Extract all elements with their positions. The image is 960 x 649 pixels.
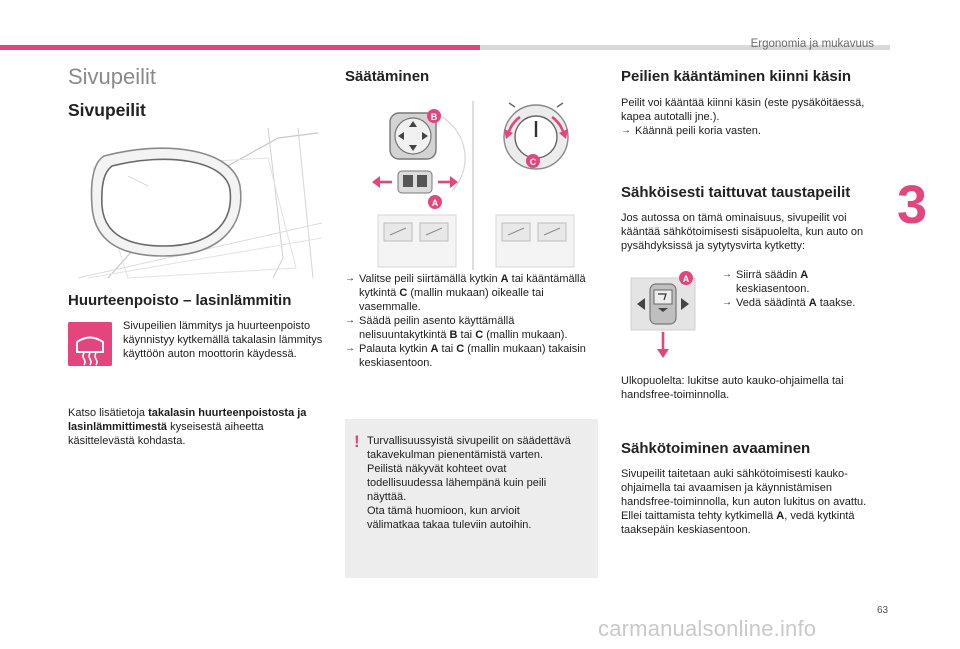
defrost-see-also: Katso lisätietoja takalasin huurteenpois…: [68, 407, 307, 447]
page-number: 63: [877, 605, 889, 616]
warning-line: takavekulman pienentämistä varten.: [367, 449, 544, 461]
label-a: A: [432, 198, 439, 208]
rear-defrost-icon: [68, 322, 112, 366]
defrost-heading: Huurteenpoisto – lasinlämmitin: [68, 292, 292, 309]
warning-line: Turvallisuussyistä sivupeilit on säädett…: [367, 435, 571, 447]
warning-line: Peilistä näkyvät kohteet ovat: [367, 463, 507, 475]
adjust-heading: Säätäminen: [345, 68, 430, 85]
electric-fold-text: Jos autossa on tämä ominaisuus, sivupeil…: [621, 212, 864, 252]
running-head: Ergonomia ja mukavuus: [750, 38, 874, 50]
header-accent-bar: [0, 45, 480, 50]
chapter-number: 3: [897, 175, 928, 235]
fold-manual-heading: Peilien kääntäminen kiinni käsin: [621, 68, 852, 85]
electric-fold-step: Vedä säädintä A taakse.: [722, 296, 872, 310]
adjust-step: Säädä peilin asento käyttämällä nelisuun…: [345, 314, 595, 342]
label-a: A: [683, 274, 690, 284]
label-b: B: [431, 112, 438, 122]
header-gray-bar: [480, 45, 890, 50]
electric-open-text: Sivupeilit taitetaan auki sähkötoimisest…: [621, 468, 867, 536]
electric-fold-steps: Siirrä säädin A keskiasentoon. Vedä sääd…: [722, 268, 872, 310]
warning-line: todellisuudessa lähempänä kuin peili: [367, 477, 547, 489]
electric-fold-step: Siirrä säädin A keskiasentoon.: [722, 268, 872, 296]
fold-switch-icon: A: [630, 271, 696, 358]
adjust-step: Valitse peili siirtämällä kytkin A tai k…: [345, 272, 595, 314]
defrost-text: Sivupeilien lämmitys ja huurteenpoisto k…: [123, 320, 323, 360]
mirror-controls-diagram: B A C: [372, 101, 575, 270]
main-heading: Sivupeilit: [68, 100, 146, 120]
adjust-step: Palauta kytkin A tai C (mallin mukaan) t…: [345, 342, 595, 370]
warning-line: näyttää.: [367, 491, 407, 503]
electric-fold-heading: Sähköisesti taittuvat taustapeilit: [621, 184, 851, 201]
warning-line: välimatkaa takaa tuleviin autoihin.: [367, 519, 532, 531]
watermark-text: carmanualsonline.info: [598, 616, 817, 641]
fold-manual-text: Peilit voi kääntää kiinni käsin (este py…: [621, 97, 865, 123]
warning-line: Ota tämä huomioon, kun arvioit: [367, 505, 520, 517]
warning-icon: !: [354, 432, 360, 451]
section-title: Sivupeilit: [68, 64, 157, 89]
outside-lock-text: Ulkopuolelta: lukitse auto kauko-ohjaime…: [621, 375, 844, 401]
adjust-steps: Valitse peili siirtämällä kytkin A tai k…: [345, 272, 595, 370]
fold-manual-steps: Käännä peili koria vasten.: [621, 124, 866, 138]
fold-manual-step: Käännä peili koria vasten.: [621, 124, 866, 138]
label-c: C: [530, 157, 537, 167]
electric-open-heading: Sähkötoiminen avaaminen: [621, 440, 811, 457]
mirror-illustration: [68, 128, 322, 283]
safety-warning-box: ! Turvallisuussyistä sivupeilit on sääde…: [345, 419, 598, 578]
